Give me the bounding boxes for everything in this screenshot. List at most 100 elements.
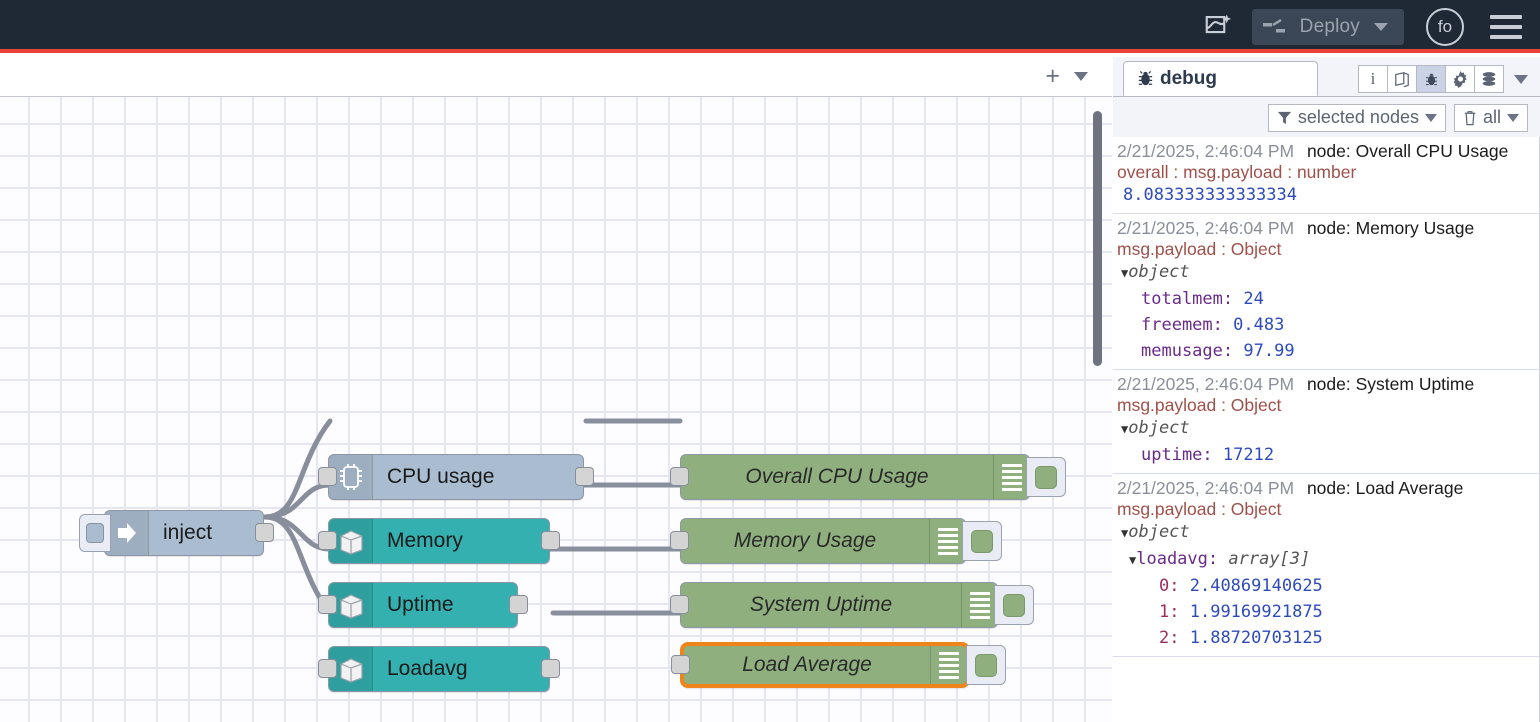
sidebar-menu-caret-icon[interactable] — [1514, 75, 1528, 84]
array-expander[interactable]: ▼loadavg: array[3] — [1117, 546, 1539, 573]
node-cpu-usage[interactable]: CPU usage — [328, 454, 584, 500]
item-value: 2.40869140625 — [1190, 576, 1323, 596]
debug-message-list[interactable]: 2/21/2025, 2:46:04 PM node: Overall CPU … — [1113, 137, 1540, 722]
help-book-icon[interactable] — [1387, 65, 1417, 93]
node-input-port[interactable] — [318, 467, 337, 486]
deploy-caret-icon[interactable] — [1374, 23, 1388, 31]
debug-node-memory-usage[interactable]: Memory Usage — [680, 518, 966, 564]
filter-caret-icon[interactable] — [1425, 114, 1437, 122]
entry-value: 97.99 — [1243, 341, 1294, 361]
node-memory[interactable]: Memory — [328, 518, 550, 564]
message-value: 8.083333333333334 — [1117, 183, 1539, 208]
debug-node-load-average[interactable]: Load Average — [680, 642, 970, 688]
node-label: Overall CPU Usage — [681, 465, 993, 489]
avatar[interactable]: fo — [1426, 8, 1464, 46]
entry-key: uptime — [1141, 445, 1202, 465]
entry-key: memusage — [1141, 341, 1223, 361]
message-property-path: msg.payload : Object — [1117, 499, 1539, 520]
clear-caret-icon[interactable] — [1507, 114, 1519, 122]
node-input-port[interactable] — [318, 531, 337, 550]
debug-node-system-uptime[interactable]: System Uptime — [680, 582, 998, 628]
message-source-node[interactable]: node: Memory Usage — [1307, 218, 1474, 238]
debug-toggle-button[interactable] — [966, 645, 1006, 685]
debug-message[interactable]: 2/21/2025, 2:46:04 PM node: System Uptim… — [1113, 370, 1539, 474]
node-input-port[interactable] — [318, 595, 337, 614]
array-type: array[3] — [1228, 549, 1310, 569]
object-label: object — [1128, 522, 1189, 542]
debug-lines-icon — [930, 646, 966, 684]
trash-icon — [1463, 110, 1477, 126]
debug-toggle-button[interactable] — [994, 585, 1034, 625]
funnel-icon — [1277, 110, 1292, 125]
object-expander[interactable]: ▼object — [1117, 260, 1539, 286]
debug-message[interactable]: 2/21/2025, 2:46:04 PM node: Memory Usage… — [1113, 214, 1539, 370]
message-property-path: msg.payload : Object — [1117, 395, 1539, 416]
filter-selected-nodes-button[interactable]: selected nodes — [1268, 104, 1446, 132]
array-key: loadavg — [1136, 549, 1208, 569]
message-source-node[interactable]: node: Overall CPU Usage — [1307, 141, 1508, 161]
node-output-port[interactable] — [541, 659, 560, 678]
sidebar: debug i — [1113, 57, 1540, 722]
message-timestamp: 2/21/2025, 2:46:04 PM — [1117, 374, 1294, 394]
node-input-port[interactable] — [670, 595, 689, 614]
object-entry: uptime: 17212 — [1117, 442, 1539, 468]
node-input-port[interactable] — [671, 655, 690, 674]
flow-ai-icon[interactable] — [1198, 7, 1238, 47]
entry-key: totalmem — [1141, 289, 1223, 309]
sidebar-tool-buttons: i — [1359, 65, 1540, 96]
flow-canvas[interactable]: inject CPU usage — [0, 97, 1112, 722]
debug-toggle-button[interactable] — [1026, 457, 1066, 497]
message-source-node[interactable]: node: Load Average — [1307, 478, 1463, 498]
filter-label: selected nodes — [1298, 107, 1419, 128]
add-flow-button[interactable]: + — [1031, 64, 1074, 89]
config-gear-icon[interactable] — [1445, 65, 1475, 93]
tab-debug[interactable]: debug — [1123, 61, 1318, 96]
array-item: 0: 2.40869140625 — [1117, 573, 1539, 599]
object-expander[interactable]: ▼object — [1117, 520, 1539, 546]
node-output-port[interactable] — [255, 523, 274, 542]
node-loadavg[interactable]: Loadavg — [328, 646, 550, 692]
canvas-vertical-scrollbar[interactable] — [1093, 111, 1102, 366]
node-output-port[interactable] — [575, 467, 594, 486]
message-property-path: overall : msg.payload : number — [1117, 162, 1539, 183]
object-expander[interactable]: ▼object — [1117, 416, 1539, 442]
object-label: object — [1128, 418, 1189, 438]
deploy-button[interactable]: Deploy — [1252, 9, 1404, 45]
debug-message[interactable]: 2/21/2025, 2:46:04 PM node: Load Average… — [1113, 474, 1539, 657]
debug-lines-icon — [961, 583, 997, 627]
node-label: Load Average — [684, 653, 930, 677]
wire-layer — [0, 97, 1112, 722]
clear-all-button[interactable]: all — [1454, 104, 1528, 132]
deploy-label: Deploy — [1288, 16, 1374, 38]
workspace: + — [0, 57, 1112, 722]
node-label: inject — [149, 521, 263, 545]
debug-node-overall-cpu-usage[interactable]: Overall CPU Usage — [680, 454, 1030, 500]
entry-key: freemem — [1141, 315, 1213, 335]
info-icon[interactable]: i — [1358, 65, 1388, 93]
tab-debug-label: debug — [1160, 68, 1217, 90]
node-output-port[interactable] — [509, 595, 528, 614]
node-output-port[interactable] — [541, 531, 560, 550]
message-timestamp: 2/21/2025, 2:46:04 PM — [1117, 478, 1294, 498]
message-timestamp: 2/21/2025, 2:46:04 PM — [1117, 218, 1294, 238]
node-inject[interactable]: inject — [104, 510, 264, 556]
debug-toggle-button[interactable] — [962, 521, 1002, 561]
node-input-port[interactable] — [670, 467, 689, 486]
debug-bug-icon[interactable] — [1416, 65, 1446, 93]
node-input-port[interactable] — [670, 531, 689, 550]
node-uptime[interactable]: Uptime — [328, 582, 518, 628]
node-input-port[interactable] — [318, 659, 337, 678]
message-property-path: msg.payload : Object — [1117, 239, 1539, 260]
flow-list-caret-icon[interactable] — [1074, 72, 1088, 81]
object-label: object — [1128, 262, 1189, 282]
node-label: CPU usage — [373, 465, 583, 489]
hamburger-menu-icon[interactable] — [1490, 15, 1522, 39]
debug-message[interactable]: 2/21/2025, 2:46:04 PM node: Overall CPU … — [1113, 137, 1539, 214]
context-data-icon[interactable] — [1474, 65, 1504, 93]
inject-trigger-button[interactable] — [79, 514, 111, 552]
message-source-node[interactable]: node: System Uptime — [1307, 374, 1474, 394]
entry-value: 17212 — [1223, 445, 1274, 465]
debug-filterbar: selected nodes all — [1113, 98, 1540, 137]
bug-icon — [1136, 69, 1155, 88]
